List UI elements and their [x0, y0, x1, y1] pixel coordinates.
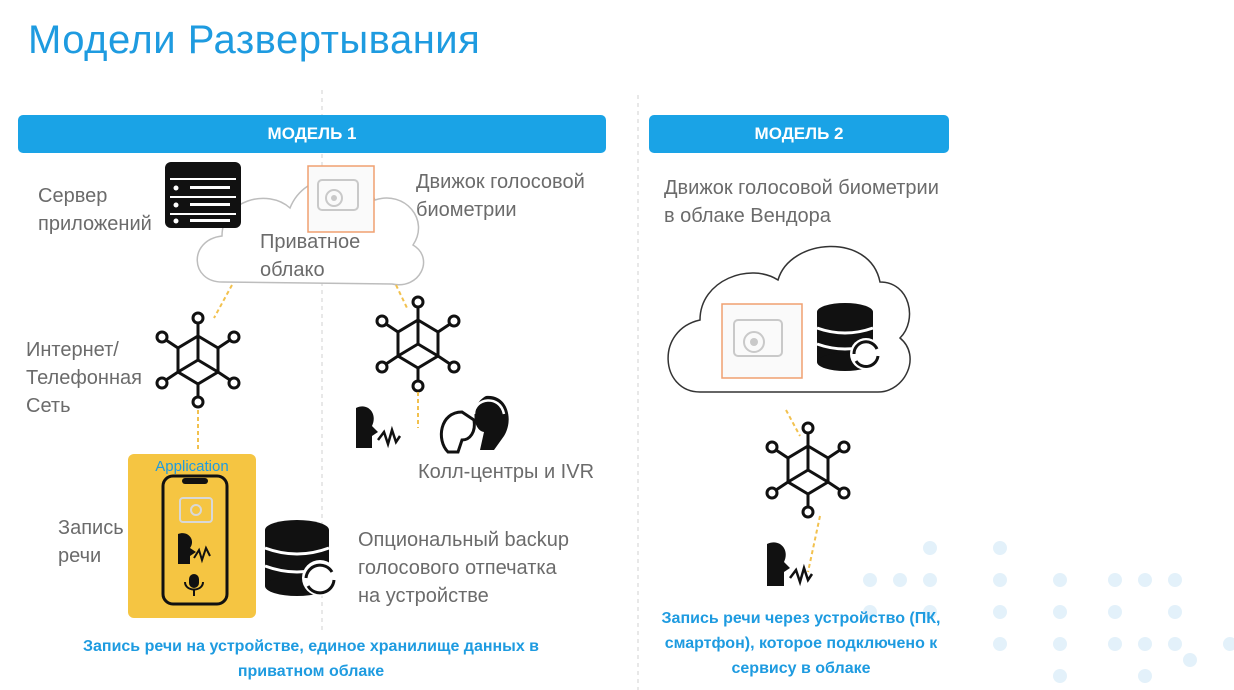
- engine-label: Движок голосовой биометрии: [416, 171, 585, 221]
- backup-label: Опциональный backup голосового отпечатка…: [358, 529, 570, 607]
- application-panel: [128, 454, 256, 618]
- connection-arrows: [197, 284, 821, 573]
- page-title: Модели Развертывания: [28, 18, 481, 62]
- model2-caption: Запись речи через устройство (ПК, смартф…: [661, 610, 941, 677]
- database-sync-icon: [264, 520, 338, 596]
- model1-caption: Запись речи на устройстве, единое хранил…: [82, 638, 540, 680]
- network-label: Интернет/ Телефонная Сеть: [26, 339, 142, 417]
- model1-banner: МОДЕЛЬ 1: [18, 115, 606, 153]
- speaking-head-icon: [356, 406, 402, 449]
- biometric-engine-icon-model2: [721, 303, 803, 379]
- network-hub-icon-right: [375, 295, 461, 393]
- vendor-cloud-label: Движок голосовой биометрии в облаке Венд…: [664, 177, 939, 227]
- arrow-cloud2-to-hub: [785, 409, 801, 437]
- arrow-hub-to-speaker: [807, 515, 821, 573]
- speaking-head-icon-phone: [178, 533, 211, 564]
- model2-banner: МОДЕЛЬ 2: [649, 115, 949, 153]
- biometric-engine-icon: [307, 165, 375, 233]
- call-center-label: Колл-центры и IVR: [418, 461, 595, 483]
- application-label: Application: [155, 458, 229, 475]
- decorative-dots: [863, 541, 1234, 683]
- server-label: Сервер приложений: [38, 185, 152, 235]
- microphone-icon: [184, 574, 204, 596]
- arrow-cloud-to-hub: [395, 284, 409, 311]
- database-sync-icon-model2: [816, 303, 882, 371]
- call-center-icon: [439, 395, 509, 454]
- smartphone-icon: [161, 474, 229, 606]
- recording-label: Запись речи: [58, 517, 124, 567]
- speaking-head-icon-model2: [767, 542, 814, 587]
- arrow-cloud-to-network: [213, 284, 233, 319]
- network-hub-icon-model2: [765, 421, 851, 519]
- server-icon: [165, 162, 241, 228]
- private-cloud-label: Приватное облако: [260, 231, 361, 281]
- network-hub-icon-left: [155, 311, 241, 409]
